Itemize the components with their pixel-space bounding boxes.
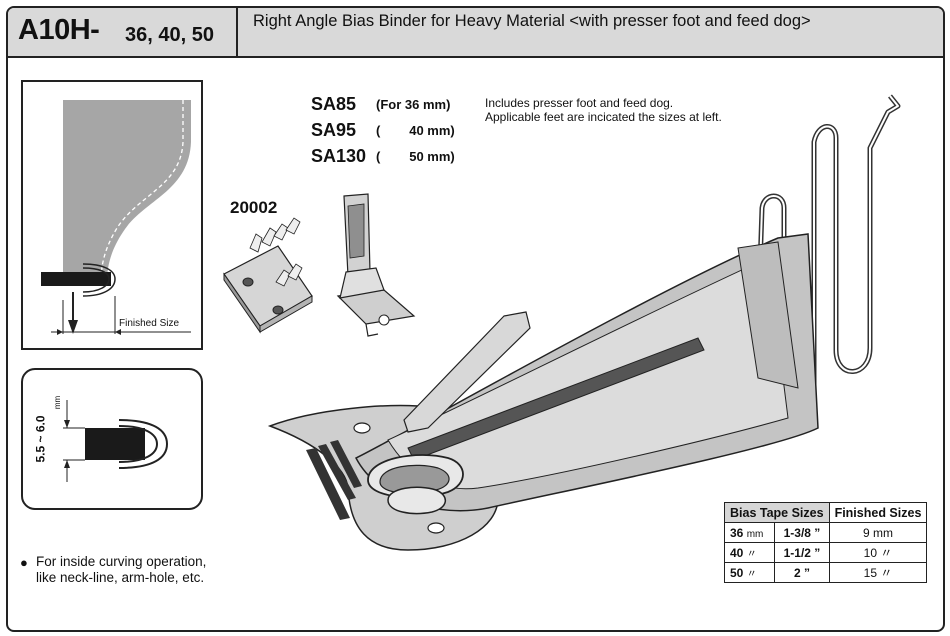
binding-tape bbox=[41, 272, 111, 286]
finished-size-cell: 9 mm bbox=[828, 522, 928, 543]
thickness-panel: 5.5 ~ 6.0 mm bbox=[21, 368, 203, 510]
col-bias-tape-sizes: Bias Tape Sizes bbox=[724, 502, 830, 523]
header-bar: A10H- 36, 40, 50 Right Angle Bias Binder… bbox=[8, 8, 943, 58]
finished-size-cell: 15 〃 bbox=[828, 562, 928, 583]
usage-note-line1: For inside curving operation, bbox=[36, 554, 207, 569]
material-block bbox=[85, 428, 145, 460]
model-box: A10H- 36, 40, 50 bbox=[8, 8, 238, 56]
part-code-sa85: SA85 bbox=[311, 94, 357, 114]
bias-tape-sizes-table: Bias Tape Sizes Finished Sizes 36 mm 1-3… bbox=[723, 502, 928, 583]
tape-inch-cell: 1-1/2 ” bbox=[774, 542, 830, 563]
tape-mm-value: 40 bbox=[730, 546, 744, 560]
thickness-unit: mm bbox=[53, 395, 63, 410]
thickness-label: 5.5 ~ 6.0 bbox=[33, 415, 48, 463]
usage-note-line2: like neck-line, arm-hole, etc. bbox=[36, 570, 205, 585]
model-sizes: 36, 40, 50 bbox=[125, 24, 214, 46]
col-finished-sizes: Finished Sizes bbox=[828, 502, 928, 523]
part-size-sa130: ( 50 mm) bbox=[376, 149, 455, 164]
fabric-diagram-panel: Finished Size bbox=[21, 80, 203, 350]
table-header-row: Bias Tape Sizes Finished Sizes bbox=[724, 502, 928, 523]
feed-dog-and-foot-illustration bbox=[223, 193, 416, 337]
note-includes: Includes presser foot and feed dog. bbox=[485, 96, 674, 110]
tape-mm-value: 50 bbox=[730, 566, 744, 580]
part-code-sa95: SA95 bbox=[311, 120, 357, 140]
tape-mm-unit: 〃 bbox=[746, 569, 757, 580]
tape-mm-cell: 36 mm bbox=[723, 522, 776, 543]
tape-mm-unit: 〃 bbox=[746, 549, 757, 560]
model-number: A10H- bbox=[18, 14, 100, 46]
bias-binder-illustration bbox=[267, 94, 901, 551]
tape-mm-cell: 50 〃 bbox=[723, 562, 776, 583]
table-row: 36 mm 1-3/8 ” 9 mm bbox=[723, 522, 928, 543]
bullet-dot: ● bbox=[20, 555, 28, 570]
thickness-diagram bbox=[63, 400, 169, 482]
note-applicable: Applicable feet are incicated the sizes … bbox=[485, 110, 722, 124]
tape-mm-cell: 40 〃 bbox=[723, 542, 776, 563]
finished-size-label: Finished Size bbox=[119, 318, 180, 329]
tape-inch-cell: 2 ” bbox=[774, 562, 830, 583]
tape-mm-unit: mm bbox=[746, 528, 764, 540]
part-size-sa95: ( 40 mm) bbox=[376, 123, 455, 138]
part-size-sa85: (For 36 mm) bbox=[376, 97, 451, 112]
feed-dog-code: 20002 bbox=[230, 198, 278, 217]
catalog-page: A10H- 36, 40, 50 Right Angle Bias Binder… bbox=[6, 6, 945, 632]
tape-inch-cell: 1-3/8 ” bbox=[774, 522, 830, 543]
tape-mm-value: 36 bbox=[730, 525, 744, 540]
fabric-diagram bbox=[41, 100, 191, 335]
table-row: 50 〃 2 ” 15 〃 bbox=[723, 562, 928, 583]
product-title: Right Angle Bias Binder for Heavy Materi… bbox=[253, 12, 811, 30]
stitch-line bbox=[100, 100, 184, 283]
finished-size-cell: 10 〃 bbox=[828, 542, 928, 563]
table-row: 40 〃 1-1/2 ” 10 〃 bbox=[723, 542, 928, 563]
part-code-sa130: SA130 bbox=[311, 146, 367, 166]
fabric-shape bbox=[63, 100, 191, 282]
